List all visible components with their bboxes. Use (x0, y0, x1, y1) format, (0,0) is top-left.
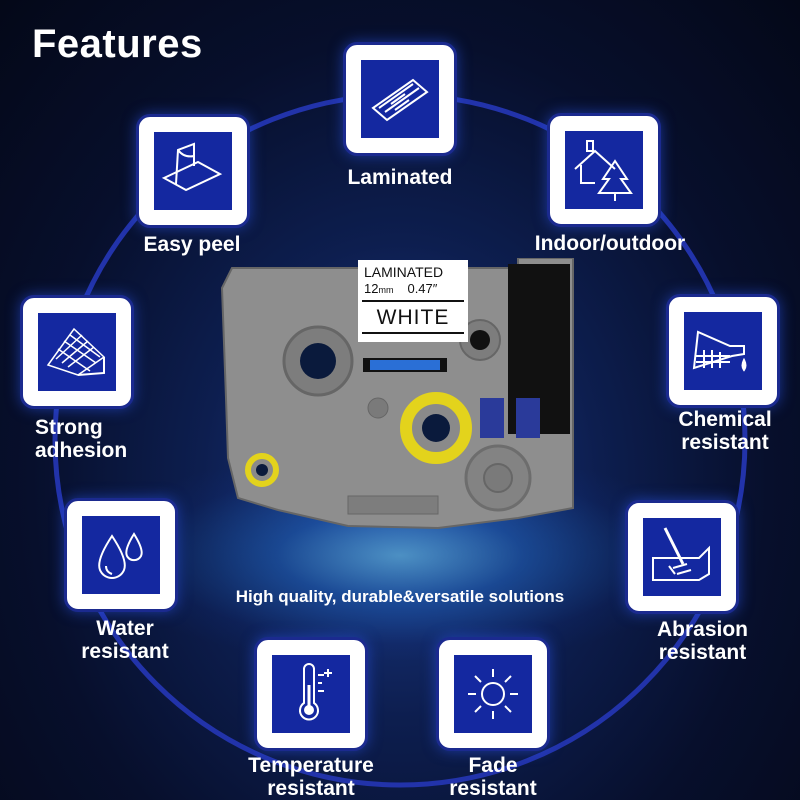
water-drops-icon (82, 516, 160, 594)
house-tree-icon-graphic (574, 140, 633, 201)
feature-label-line2: resistant (81, 640, 169, 663)
feature-label-line2: resistant (681, 431, 769, 454)
feature-label-line1: Temperature (248, 754, 374, 777)
adhesion-mesh-icon (38, 313, 116, 391)
feature-label: Strong adhesion (10, 416, 165, 462)
feature-tile (666, 294, 780, 408)
label-rule-top (362, 300, 464, 302)
peel-label-icon (154, 132, 232, 210)
tape-size-text: 12mm 0.47″ (364, 281, 437, 296)
chemical-flask-icon (684, 312, 762, 390)
house-tree-icon (565, 131, 643, 209)
feature-label-line1: Strong (35, 416, 103, 439)
thermometer-icon-graphic (299, 663, 332, 721)
thermometer-icon (272, 655, 350, 733)
tape-size-in: 0.47″ (407, 281, 438, 296)
feature-label-line1: Water (96, 617, 154, 640)
adhesion-mesh-icon-graphic (46, 327, 106, 376)
feature-tile (136, 114, 250, 228)
laminated-tape-icon-graphic (371, 78, 429, 122)
water-drops-icon-graphic (98, 532, 143, 579)
feature-label: Fade resistant (420, 754, 566, 800)
feature-tile (436, 637, 550, 751)
feature-label-line2: resistant (267, 777, 355, 800)
feature-tile (254, 637, 368, 751)
feature-label: Water resistant (45, 617, 205, 663)
tape-size-mm: 12 (364, 281, 379, 296)
feature-tile (343, 42, 457, 156)
cartridge-body (220, 257, 574, 530)
label-tape-cartridge: LAMINATED 12mm 0.47″ WHITE (218, 257, 578, 545)
label-rule-bottom (362, 332, 464, 334)
feature-label: Abrasion resistant (620, 618, 785, 664)
sun-icon (454, 655, 532, 733)
feature-label: Indoor/outdoor (534, 232, 686, 255)
tagline: High quality, durable&versatile solution… (235, 587, 565, 606)
feature-tile (64, 498, 178, 612)
laminated-tape-icon (361, 60, 439, 138)
feature-label: Temperature resistant (226, 754, 396, 800)
feature-label: Easy peel (143, 233, 241, 256)
tape-size-mm-unit: mm (378, 285, 394, 295)
feature-label-line2: resistant (449, 777, 537, 800)
feature-label-line2: resistant (658, 641, 747, 664)
peel-label-icon-graphic (161, 142, 223, 192)
feature-label-line2: adhesion (35, 439, 128, 462)
tape-label-strip: LAMINATED 12mm 0.47″ WHITE (358, 260, 468, 342)
feature-tile (625, 500, 739, 614)
sun-icon-graphic (468, 669, 518, 719)
feature-label: Laminated (347, 166, 453, 189)
abrasion-scrape-icon-graphic (652, 527, 710, 581)
tape-type-text: LAMINATED (364, 264, 444, 280)
abrasion-scrape-icon (643, 518, 721, 596)
feature-tile (20, 295, 134, 409)
feature-label-line1: Abrasion (656, 618, 748, 641)
page-title: Features (32, 22, 203, 66)
chemical-flask-icon-graphic (692, 330, 747, 372)
feature-label-line1: Fade (468, 754, 518, 777)
feature-tile (547, 113, 661, 227)
feature-label: Chemical resistant (650, 408, 800, 454)
feature-label-line1: Chemical (678, 408, 772, 431)
tape-color-text: WHITE (376, 306, 450, 329)
